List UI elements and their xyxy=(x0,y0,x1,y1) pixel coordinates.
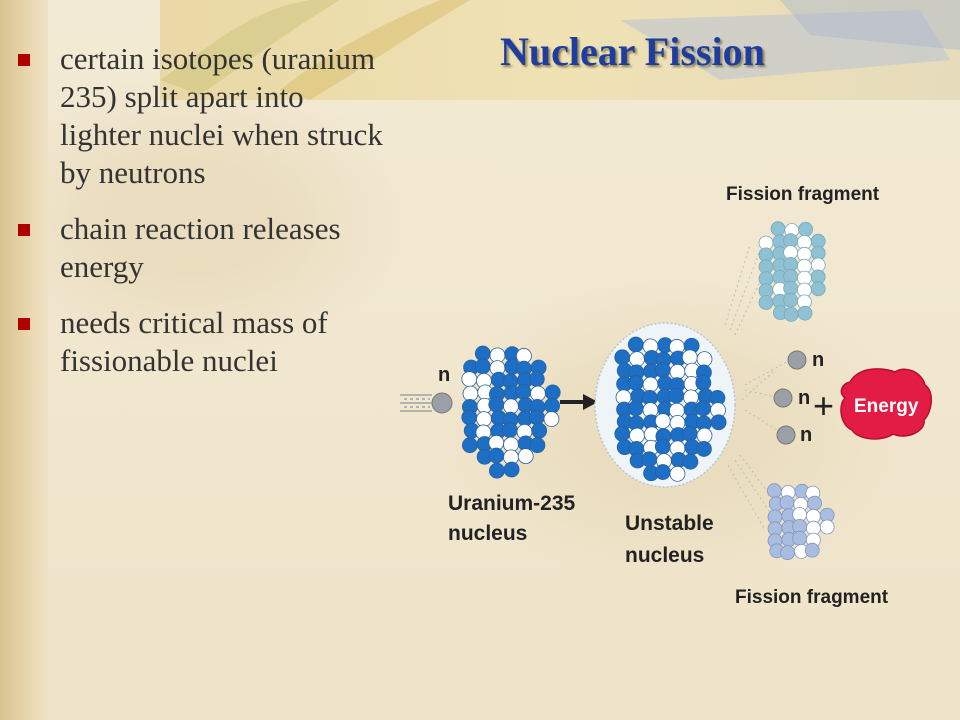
nucleon xyxy=(544,397,560,414)
nucleon xyxy=(503,398,519,415)
nucleon xyxy=(668,387,685,404)
nucleon xyxy=(810,281,826,297)
unstable-label-line2: nucleus xyxy=(625,544,704,567)
fission-fragment-bottom-label: Fission fragment xyxy=(735,587,889,608)
fission-fragment-top-label: Fission fragment xyxy=(726,184,880,205)
nucleon xyxy=(654,464,671,480)
nucleon xyxy=(695,374,712,391)
bullet-item: needs critical mass of fissionable nucle… xyxy=(12,304,392,380)
nucleon xyxy=(461,437,478,454)
nucleon xyxy=(530,385,546,402)
nucleon xyxy=(528,371,545,387)
nucleon xyxy=(654,438,671,455)
left-decorative-band xyxy=(0,0,48,720)
nucleon xyxy=(798,221,813,237)
released-neutron-label-2: n xyxy=(798,387,810,409)
nucleon xyxy=(462,385,479,402)
nucleon xyxy=(488,447,505,464)
nucleon xyxy=(780,545,795,560)
nucleon xyxy=(681,349,698,366)
nucleon xyxy=(629,351,645,368)
nucleon xyxy=(654,362,671,378)
nucleon xyxy=(797,305,813,321)
bullet-text: chain reaction releases energy xyxy=(60,211,341,284)
nucleon xyxy=(629,427,645,444)
nucleon xyxy=(642,376,659,393)
released-neutron-1 xyxy=(787,350,807,370)
nucleon xyxy=(696,427,713,444)
bullet-item: certain isotopes (uranium 235) split apa… xyxy=(12,40,392,192)
nucleon xyxy=(807,495,822,511)
bullet-list: certain isotopes (uranium 235) split apa… xyxy=(12,40,392,398)
nucleon xyxy=(669,465,686,482)
nucleon xyxy=(531,422,548,439)
nucleon xyxy=(503,461,520,478)
nucleon xyxy=(770,221,786,237)
bullet-square-icon xyxy=(18,318,30,330)
top-decorative-band xyxy=(160,0,960,100)
released-neutron-2 xyxy=(773,388,793,408)
bullet-square-icon xyxy=(18,54,30,66)
nucleon xyxy=(627,374,644,391)
nucleon xyxy=(614,425,631,442)
released-neutron-label-3: n xyxy=(800,424,812,446)
nucleon xyxy=(758,295,774,310)
reaction-arrow xyxy=(560,394,598,410)
incoming-neutron-label: n xyxy=(438,364,450,386)
unstable-label-line1: Unstable xyxy=(625,512,714,535)
nucleon xyxy=(641,451,658,468)
nucleon xyxy=(544,384,561,401)
nucleon xyxy=(488,462,505,479)
nucleon xyxy=(681,425,698,442)
bullet-item: chain reaction releases energy xyxy=(12,210,392,286)
nucleon xyxy=(669,363,686,380)
nucleon xyxy=(783,292,798,308)
emission-rays xyxy=(724,244,791,531)
nucleon xyxy=(461,371,478,387)
nucleon xyxy=(710,414,727,431)
nucleon xyxy=(529,437,546,454)
nucleon xyxy=(654,413,671,429)
uranium-label-line1: Uranium-235 xyxy=(448,492,576,515)
nucleon xyxy=(627,400,644,417)
fission-fragment-bottom xyxy=(767,483,835,560)
unstable-nucleus xyxy=(614,336,727,482)
energy-burst-icon xyxy=(840,368,932,440)
nucleon xyxy=(627,336,644,353)
nucleon xyxy=(696,441,712,457)
nucleon xyxy=(476,411,492,428)
nucleon xyxy=(528,409,545,426)
incoming-neutron xyxy=(431,392,453,414)
nucleon xyxy=(474,358,491,375)
uranium-label-line2: nucleus xyxy=(448,522,527,545)
uranium-nucleus xyxy=(461,345,561,479)
nucleon xyxy=(783,306,799,322)
nucleon xyxy=(696,351,713,368)
nucleon xyxy=(461,409,478,426)
plus-sign: + xyxy=(813,385,834,426)
bullet-square-icon xyxy=(18,224,30,236)
nucleon xyxy=(792,530,807,546)
fission-fragment-top xyxy=(758,221,826,322)
nucleon xyxy=(767,483,782,499)
nucleon xyxy=(819,519,835,535)
nucleon xyxy=(614,349,631,366)
released-neutron-3 xyxy=(776,425,796,445)
nucleon xyxy=(488,396,505,413)
energy-label: Energy xyxy=(854,396,919,417)
nucleon xyxy=(695,400,712,417)
nucleon xyxy=(517,448,534,465)
nucleon xyxy=(501,422,518,438)
nucleon xyxy=(682,453,699,470)
slide-title: Nuclear Fission xyxy=(500,29,765,74)
released-neutron-label-1: n xyxy=(812,349,824,371)
nucleon xyxy=(779,495,795,511)
bullet-text: certain isotopes (uranium 235) split apa… xyxy=(60,41,383,190)
bullet-text: needs critical mass of fissionable nucle… xyxy=(60,305,328,378)
incoming-neutron-trail xyxy=(400,394,432,412)
nucleon xyxy=(804,542,820,558)
nucleon xyxy=(543,411,560,428)
nucleon xyxy=(515,383,532,400)
fission-diagram: n Fission fragment Fission fragment n n … xyxy=(400,184,932,608)
